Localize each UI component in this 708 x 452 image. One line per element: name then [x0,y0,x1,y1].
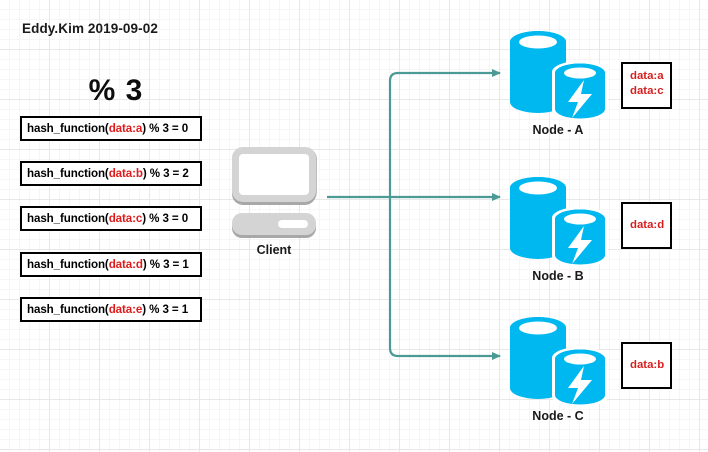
keyboard-base-icon [232,213,316,235]
hash-rule-box: hash_function(data:a) % 3 = 0 [20,116,202,141]
node-c-data-box: data:b [621,342,672,389]
touchpad-icon [278,220,308,228]
data-item: data:b [630,359,665,371]
hash-rule-box: hash_function(data:b) % 3 = 2 [20,161,202,186]
node-a: Node - A [502,20,614,150]
node-label: Node - B [532,269,584,283]
database-cylinder-icon [510,177,608,267]
client-label: Client [256,243,292,257]
hash-rule-key: data:d [108,258,143,271]
modulo-title: % 3 [88,74,144,107]
hash-rule-prefix: hash_function( [27,303,109,316]
hash-rule-prefix: hash_function( [27,122,109,135]
hash-rule-prefix: hash_function( [27,167,109,180]
hash-rule-suffix: ) % 3 = 1 [142,303,189,316]
database-cylinder-icon [510,31,608,121]
hash-rule-key: data:a [108,122,143,135]
data-item: data:c [630,85,664,97]
author-date-caption: Eddy.Kim 2019-09-02 [22,21,158,36]
data-item: data:d [630,219,665,231]
hash-rule-suffix: ) % 3 = 1 [142,258,189,271]
hash-rule-key: data:b [108,167,143,180]
node-label: Node - C [532,409,584,423]
hash-rule-key: data:c [108,212,143,225]
hash-rule-suffix: ) % 3 = 2 [142,167,189,180]
hash-rule-suffix: ) % 3 = 0 [142,122,189,135]
client-node: Client [232,147,318,262]
hash-rule-suffix: ) % 3 = 0 [142,212,189,225]
monitor-icon [232,147,316,202]
hash-rule-box: hash_function(data:e) % 3 = 1 [20,297,202,322]
hash-rule-box: hash_function(data:d) % 3 = 1 [20,252,202,277]
hash-rule-prefix: hash_function( [27,212,109,225]
node-a-data-box: data:a data:c [621,62,672,109]
hash-rule-key: data:e [108,303,143,316]
data-item: data:a [630,70,664,82]
hash-rule-box: hash_function(data:c) % 3 = 0 [20,206,202,231]
node-c: Node - C [502,306,614,436]
database-cylinder-icon [510,317,608,407]
node-label: Node - A [532,123,584,137]
hash-rule-prefix: hash_function( [27,258,109,271]
node-b-data-box: data:d [621,202,672,249]
node-b: Node - B [502,166,614,296]
